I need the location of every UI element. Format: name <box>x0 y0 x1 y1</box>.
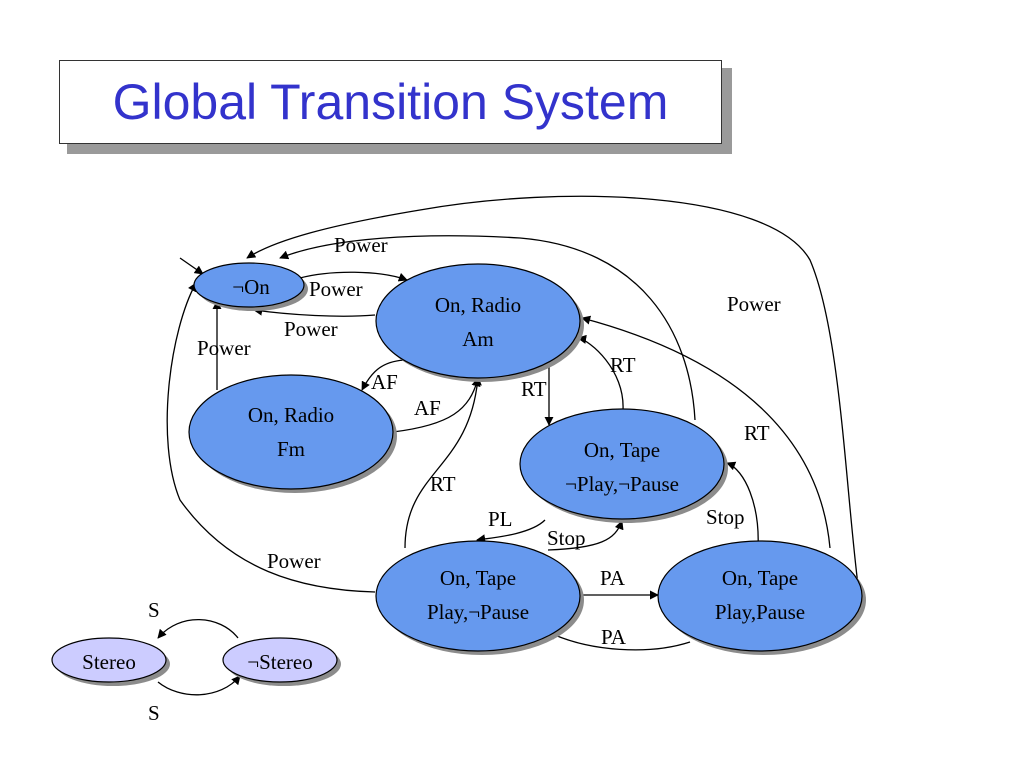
label-power-am-off: Power <box>284 317 338 341</box>
edge-rt-tape-am <box>577 334 624 411</box>
label-stop-play: Stop <box>547 526 586 550</box>
edge-rt-play-am <box>404 376 482 549</box>
edge-s-bottom <box>157 675 241 696</box>
label-power-off-am: Power <box>309 277 363 301</box>
state-tape-stopped-line1: On, Tape <box>584 438 660 462</box>
state-tape-stopped-line2: ¬Play,¬Pause <box>565 472 679 496</box>
label-power-play-off: Power <box>267 549 321 573</box>
edge-power-am-off <box>253 306 376 317</box>
edge-pl <box>476 519 546 544</box>
edge-power-top <box>279 235 696 421</box>
label-rt-pause-am: RT <box>744 421 770 445</box>
state-tape-play <box>375 540 581 652</box>
state-radio-fm-line2: Fm <box>277 437 305 461</box>
label-stop-pause: Stop <box>706 505 745 529</box>
edge-labels: Power Power Power Power Power Power AF A… <box>148 233 781 725</box>
edge-rt-pause-am <box>581 315 831 549</box>
state-off-label: ¬On <box>232 275 270 299</box>
label-power-fm-off: Power <box>197 336 251 360</box>
label-pa-play-pause: PA <box>600 566 626 590</box>
state-tape-play-line2: Play,¬Pause <box>427 600 529 624</box>
edge-af-am-fm <box>361 359 409 391</box>
state-radio-am-line1: On, Radio <box>435 293 521 317</box>
edge-power-pause-off <box>246 195 859 586</box>
label-power-top: Power <box>334 233 388 257</box>
state-not-stereo-label: ¬Stereo <box>247 650 313 674</box>
initial-arrow <box>179 257 204 275</box>
label-pl: PL <box>488 507 513 531</box>
edge-af-fm-am <box>392 377 481 433</box>
state-tape-stopped <box>519 408 725 520</box>
label-rt-play-am: RT <box>430 472 456 496</box>
label-rt-tape-am: RT <box>610 353 636 377</box>
edge-stop-play <box>547 520 624 551</box>
state-radio-am-line2: Am <box>462 327 494 351</box>
title-box: Global Transition System <box>59 60 722 144</box>
state-radio-fm <box>188 374 394 490</box>
edge-power-play-off <box>166 282 376 593</box>
edge-pa-pause-play <box>547 631 691 651</box>
label-s-top: S <box>148 598 160 622</box>
state-off <box>193 262 305 308</box>
state-tape-pause-line2: Play,Pause <box>715 600 805 624</box>
edge-power-off-am <box>299 271 408 282</box>
state-radio-am <box>375 263 581 379</box>
edge-s-top <box>157 619 239 639</box>
state-tape-play-line1: On, Tape <box>440 566 516 590</box>
state-stereo <box>51 637 167 683</box>
states: ¬On On, Radio Am On, Radio Fm On, Tape ¬… <box>51 262 866 686</box>
state-radio-fm-line1: On, Radio <box>248 403 334 427</box>
state-tape-pause <box>657 540 863 652</box>
label-rt-am-tape: RT <box>521 377 547 401</box>
state-not-stereo <box>222 637 338 683</box>
label-af-fm-am: AF <box>414 396 441 420</box>
label-pa-pause-play: PA <box>601 625 627 649</box>
page-title: Global Transition System <box>112 74 669 130</box>
state-tape-pause-line1: On, Tape <box>722 566 798 590</box>
edges <box>157 195 859 696</box>
label-power-pause-off: Power <box>727 292 781 316</box>
edge-stop-pause <box>726 461 759 549</box>
label-af-am-fm: AF <box>371 370 398 394</box>
label-s-bottom: S <box>148 701 160 725</box>
state-stereo-label: Stereo <box>82 650 136 674</box>
